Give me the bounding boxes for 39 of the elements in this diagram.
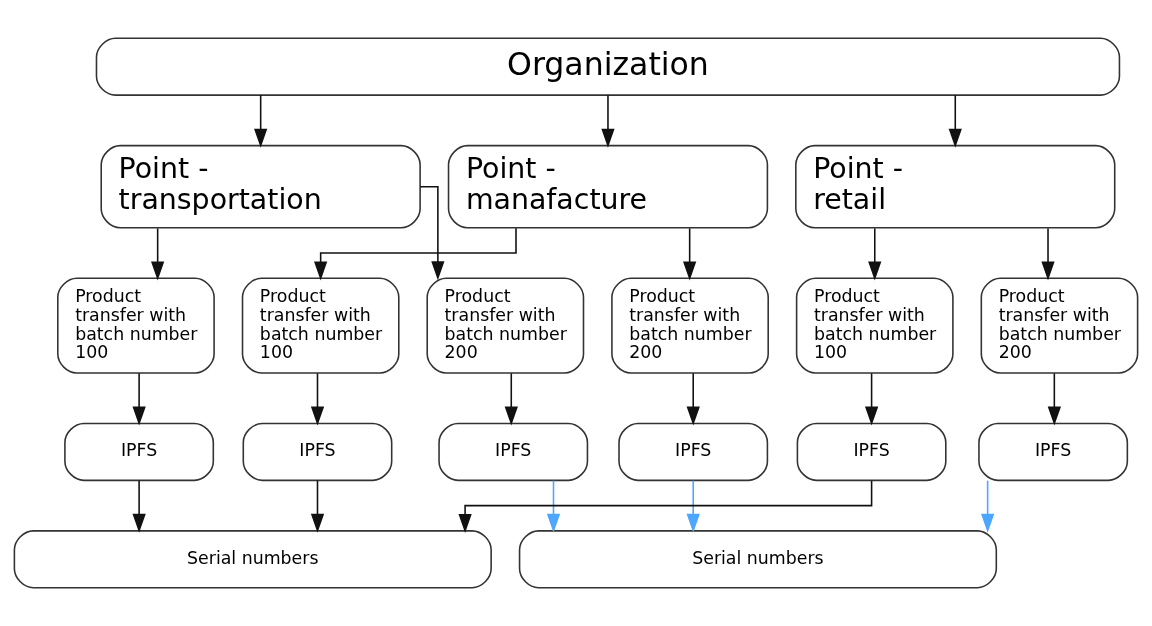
node-box: Point - retail	[795, 144, 1116, 229]
arrow	[864, 372, 879, 426]
node-box: Serial numbers	[518, 530, 998, 589]
arrow	[314, 227, 517, 281]
node-box: IPFS	[438, 422, 589, 482]
node-box: Product transfer with batch number 100	[241, 277, 400, 374]
node-box: IPFS	[64, 422, 215, 482]
arrow	[310, 372, 325, 426]
node-box: Product transfer with batch number 200	[611, 277, 769, 374]
arrow	[686, 372, 700, 426]
arrow	[254, 94, 268, 148]
node-box: Product transfer with batch number 100	[57, 277, 215, 374]
arrow	[948, 94, 962, 148]
arrow	[546, 479, 561, 533]
arrow	[868, 227, 882, 281]
node-box: IPFS	[978, 422, 1129, 482]
arrow	[504, 372, 518, 426]
node-box: Point - manafacture	[447, 144, 769, 229]
arrow	[1041, 227, 1055, 281]
node-box: Product transfer with batch number 200	[980, 277, 1139, 374]
node-box: Product transfer with batch number 200	[426, 277, 585, 374]
node-box: IPFS	[796, 422, 947, 482]
arrow	[151, 227, 165, 281]
arrow	[132, 479, 146, 533]
arrow	[686, 479, 700, 533]
arrow	[1047, 372, 1061, 426]
node-box: Organization	[95, 37, 1121, 96]
arrow	[601, 94, 615, 148]
arrow	[981, 479, 995, 533]
arrow	[132, 372, 146, 426]
node-box: Product transfer with batch number 100	[795, 277, 954, 374]
arrow	[419, 185, 445, 281]
node-box: Serial numbers	[13, 530, 492, 589]
arrow	[310, 479, 325, 533]
node-box: IPFS	[242, 422, 393, 482]
node-box: IPFS	[618, 422, 769, 482]
arrow	[683, 227, 697, 281]
node-box: Point - transportation	[100, 144, 421, 229]
arrow	[458, 479, 873, 533]
